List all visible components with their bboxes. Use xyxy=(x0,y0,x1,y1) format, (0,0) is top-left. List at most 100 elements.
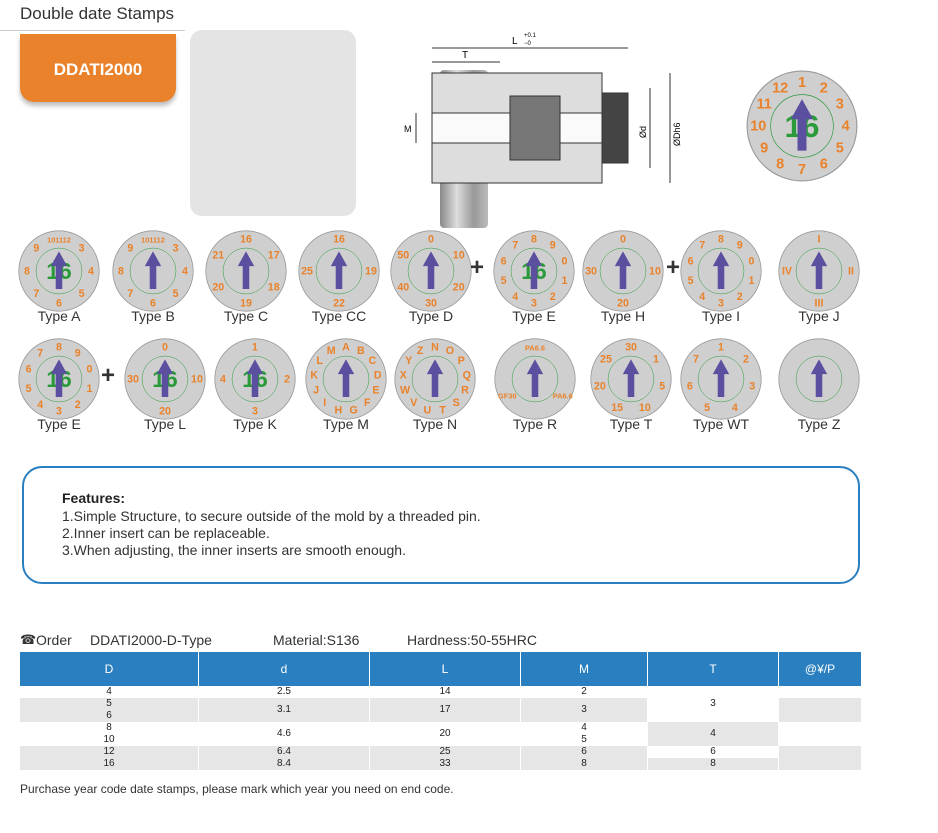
stamp-type-label: Type K xyxy=(233,416,277,432)
table-cell: 17 xyxy=(369,698,521,722)
ring-numeral: 8 xyxy=(118,265,124,277)
ring-numeral: 3 xyxy=(531,297,537,309)
dim-L: L xyxy=(512,36,518,47)
tol-top: +0.1 xyxy=(524,33,537,39)
ring-numeral: 16 xyxy=(240,233,252,245)
table-cell: 3 xyxy=(520,698,648,722)
stamp-type-e: 890123456716 xyxy=(18,338,100,420)
arrow-icon xyxy=(422,251,440,290)
table-cell: 33 xyxy=(369,758,521,770)
stamp-type-label: Type CC xyxy=(311,308,367,324)
ring-numeral: 5 xyxy=(688,275,694,287)
arrow-icon xyxy=(156,359,174,398)
arrow-icon xyxy=(237,251,255,290)
ring-numeral: 1 xyxy=(718,341,724,353)
material: Material:S136 xyxy=(273,632,360,648)
col-header-L: L xyxy=(369,652,521,686)
ring-numeral: 9 xyxy=(33,243,39,255)
table-cell: 4 xyxy=(647,722,779,746)
features-heading: Features: xyxy=(62,490,126,506)
product-photo xyxy=(190,30,488,228)
ring-numeral: 20 xyxy=(212,281,224,293)
stamp-type-label: Type WT xyxy=(692,416,749,432)
ring-numeral: 2 xyxy=(284,373,290,385)
ring-numeral: 4 xyxy=(512,291,518,303)
dim-M: M xyxy=(404,124,412,134)
ring-numeral: 6 xyxy=(56,297,62,309)
ring-numeral: 4 xyxy=(220,373,226,385)
table-cell: 2.5 xyxy=(198,686,370,698)
arrow-icon xyxy=(144,251,162,290)
ring-numeral: 0 xyxy=(561,255,567,267)
ring-numeral: I xyxy=(323,397,326,409)
ring-numeral: 5 xyxy=(704,402,710,414)
stamp-type-label: Type J xyxy=(798,308,840,324)
table-cell: 8 xyxy=(20,722,199,734)
ring-numeral: M xyxy=(327,345,336,357)
arrow-icon xyxy=(246,359,264,398)
ring-numeral: III xyxy=(815,297,824,309)
arrow-icon xyxy=(614,251,632,290)
table-cell: 6 xyxy=(647,746,779,758)
ring-numeral: 19 xyxy=(365,265,377,277)
ring-numeral: 8 xyxy=(24,265,30,277)
ring-numeral: 4 xyxy=(88,265,94,277)
feature-item: 1.Simple Structure, to secure outside of… xyxy=(62,508,481,524)
table-cell: 10 xyxy=(20,734,199,746)
product-badge: DDATI2000 xyxy=(20,34,176,102)
ring-numeral: 0 xyxy=(162,341,168,353)
ring-numeral: 5 xyxy=(836,140,844,156)
stamp-type-label: Type A xyxy=(37,308,81,324)
ring-numeral: 2 xyxy=(550,291,556,303)
arrow-icon xyxy=(526,359,544,398)
ring-numeral: 4 xyxy=(37,399,43,411)
ring-numeral: D xyxy=(374,369,382,381)
ring-numeral: 50 xyxy=(397,249,409,261)
col-header-d: d xyxy=(198,652,370,686)
ring-numeral: A xyxy=(342,341,350,353)
ring-numeral: 5 xyxy=(501,275,507,287)
stamp-type-label: Type R xyxy=(512,416,558,432)
ring-numeral: 6 xyxy=(687,380,693,392)
col-header-price: @¥/P xyxy=(778,652,862,686)
ring-numeral: 4 xyxy=(842,118,851,134)
ring-numeral: 25 xyxy=(301,265,313,277)
ring-numeral: GF30 xyxy=(498,391,516,400)
hardness: Hardness:50-55HRC xyxy=(407,632,537,648)
table-cell: 20 xyxy=(369,722,521,746)
ring-numeral: 12 xyxy=(772,81,788,97)
ring-numeral: 2 xyxy=(737,291,743,303)
ring-numeral: 0 xyxy=(748,255,754,267)
ring-numeral: 19 xyxy=(240,297,252,309)
ring-numeral: 3 xyxy=(749,380,755,392)
table-cell: 6 xyxy=(520,746,648,758)
order-code: DDATI2000-D-Type xyxy=(90,632,212,648)
ring-numeral: 20 xyxy=(594,380,606,392)
stamp-type-z xyxy=(778,338,860,420)
ring-numeral: 9 xyxy=(760,140,768,156)
footnote: Purchase year code date stamps, please m… xyxy=(20,782,454,796)
ring-numeral: 8 xyxy=(56,341,62,353)
ring-numeral: 4 xyxy=(732,402,738,414)
ring-numeral: 101112 xyxy=(47,235,71,244)
ring-numeral: 5 xyxy=(26,383,32,395)
ring-numeral: 2 xyxy=(743,353,749,365)
stamp-type-e: 890123456716 xyxy=(493,230,575,312)
table-cell: 4.6 xyxy=(198,722,370,746)
table-cell: 3.1 xyxy=(198,698,370,722)
ring-numeral: 16 xyxy=(333,233,345,245)
stamp-type-label: Type H xyxy=(600,308,646,324)
table-cell: 12 xyxy=(20,746,199,758)
ring-numeral: 4 xyxy=(699,291,705,303)
plus-sign-1: + xyxy=(470,254,485,281)
ring-numeral: 11 xyxy=(756,97,771,113)
stamp-type-l: 010203016 xyxy=(124,338,206,420)
table-cell: 6 xyxy=(20,710,199,722)
ring-numeral: 5 xyxy=(79,288,85,300)
stamp-type-label: Type I xyxy=(701,308,741,324)
table-cell: 8 xyxy=(520,758,648,770)
ring-numeral: 1 xyxy=(252,341,258,353)
